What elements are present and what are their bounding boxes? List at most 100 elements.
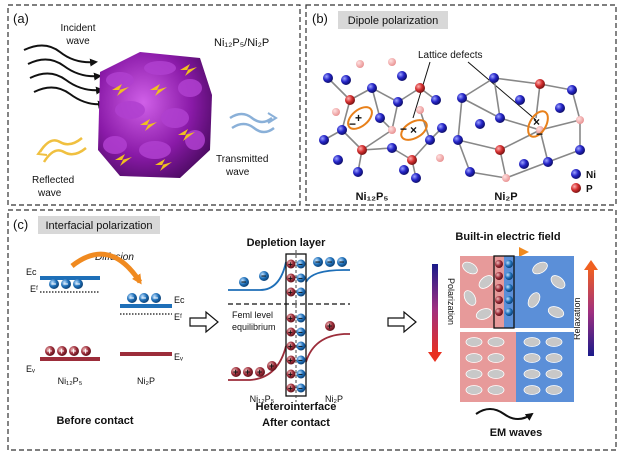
panel-c-label: (c) (13, 217, 28, 232)
left-ec-label: Eᴄ (26, 267, 37, 277)
polarization-bar (432, 264, 438, 354)
svg-text:+: + (233, 367, 238, 377)
svg-text:−: − (129, 293, 134, 303)
svg-text:+: + (71, 346, 76, 356)
svg-text:−: − (536, 127, 543, 141)
svg-text:−: − (51, 279, 56, 289)
dipole-title: Dipole polarization (348, 15, 439, 27)
interfacial-title-box (38, 216, 160, 234)
fermi-label-2: equilibrium (232, 322, 276, 332)
svg-text:×: × (410, 123, 417, 137)
built-in-field-label: Built-in electric field (455, 231, 560, 243)
right-conduction-band (120, 304, 172, 308)
ni2p-label: Ni₂P (494, 191, 517, 203)
relaxation-bar (588, 268, 594, 356)
incident-wave-label-2: wave (65, 36, 90, 47)
interfacial-title: Interfacial polarization (45, 220, 152, 232)
right-electrons (127, 293, 161, 303)
svg-text:+: + (288, 328, 293, 337)
svg-text:+: + (83, 346, 88, 356)
ni2p-p-atoms (495, 79, 584, 182)
svg-text:−: − (261, 271, 266, 281)
crystal-ni2p: × − Ni₂P (453, 73, 585, 203)
svg-text:+: + (327, 321, 332, 331)
before-right-material: Ni₂P (137, 376, 155, 386)
svg-text:+: + (47, 346, 52, 356)
incident-wave-arrows (23, 44, 106, 109)
depletion-holes (286, 259, 296, 393)
depletion-layer-label: Depletion layer (247, 237, 327, 249)
svg-text:−: − (349, 117, 356, 131)
svg-text:+: + (288, 370, 293, 379)
dipole-title-box (338, 11, 448, 29)
heterointerface-label: Heterointerface (256, 401, 337, 413)
svg-text:+: + (59, 346, 64, 356)
svg-text:−: − (315, 257, 320, 267)
left-electrons (49, 279, 83, 289)
svg-text:−: − (400, 122, 407, 136)
atom-legend: Ni P (571, 169, 596, 195)
before-contact-label: Before contact (56, 415, 133, 427)
svg-text:−: − (327, 257, 332, 267)
ni12p5-defect-dipoles: + − × − (347, 106, 428, 141)
svg-text:+: + (288, 342, 293, 351)
panel-a-label: (a) (13, 11, 29, 26)
svg-text:×: × (533, 115, 540, 129)
svg-text:+: + (288, 274, 293, 283)
upper-interface-box (493, 255, 515, 329)
left-holes (45, 346, 91, 356)
before-contact-diagram: Diffusion Eᴄ Eᶠ −−− ++++ Eᵥ Ni₁₂P₅ (26, 251, 185, 427)
after-right-material: Ni₂P (325, 394, 343, 404)
legend-p-label: P (586, 184, 593, 195)
svg-text:−: − (298, 342, 303, 351)
ni2p-defect-dipole: × − (527, 110, 549, 141)
lower-dipoles (465, 337, 563, 395)
legend-p-atom (571, 183, 581, 193)
after-contact-label: After contact (262, 417, 330, 429)
svg-text:+: + (355, 111, 362, 125)
svg-text:−: − (75, 279, 80, 289)
svg-text:+: + (288, 356, 293, 365)
svg-text:+: + (288, 260, 293, 269)
incident-wave-label-1: Incident (60, 23, 95, 34)
after-contact-diagram: Depletion layer −− −−− ++++ (228, 237, 350, 429)
transmitted-wave-arrows (229, 112, 278, 134)
svg-text:−: − (298, 384, 303, 393)
svg-text:−: − (298, 274, 303, 283)
svg-text:−: − (298, 314, 303, 323)
svg-text:−: − (298, 370, 303, 379)
crystal-ni12p5: + − × − Ni₁₂P₅ (319, 58, 447, 203)
panel-c: (c) Interfacial polarization Diffusion E… (7, 209, 617, 451)
svg-text:+: + (257, 367, 262, 377)
diffusion-arrow (70, 251, 143, 285)
right-ev-label: Eᵥ (174, 352, 183, 362)
left-ef-label: Eᶠ (30, 284, 38, 294)
svg-text:−: − (298, 288, 303, 297)
right-valence-band (120, 352, 172, 356)
svg-text:+: + (269, 361, 274, 371)
transmitted-wave-label-1: Transmitted (216, 154, 268, 165)
left-conduction-band (40, 276, 100, 280)
right-ef-label: Eᶠ (174, 312, 182, 322)
svg-text:−: − (241, 277, 246, 287)
material-block (98, 52, 212, 178)
em-polarization-diagram: Built-in electric field Polarization Rel… (428, 231, 598, 439)
svg-text:+: + (288, 384, 293, 393)
reflected-wave-arrows (36, 137, 87, 163)
svg-text:−: − (298, 356, 303, 365)
legend-ni-label: Ni (586, 170, 596, 181)
svg-text:−: − (298, 260, 303, 269)
em-waves-label: EM waves (490, 427, 543, 439)
reflected-wave-label-1: Reflected (32, 175, 74, 186)
ni2p-ni-atoms (453, 73, 585, 177)
svg-text:−: − (63, 279, 68, 289)
left-ev-label: Eᵥ (26, 364, 35, 374)
left-valence-band (40, 357, 100, 361)
material-label: Ni₁₂P₅/Ni₂P (214, 37, 269, 49)
legend-ni-atom (571, 169, 581, 179)
ni12p5-p-atoms (332, 58, 444, 165)
svg-text:−: − (298, 328, 303, 337)
panel-a: (a) Incident wave Ni₁₂P₅/Ni₂P (7, 4, 301, 206)
em-wave-arrow (475, 408, 534, 421)
